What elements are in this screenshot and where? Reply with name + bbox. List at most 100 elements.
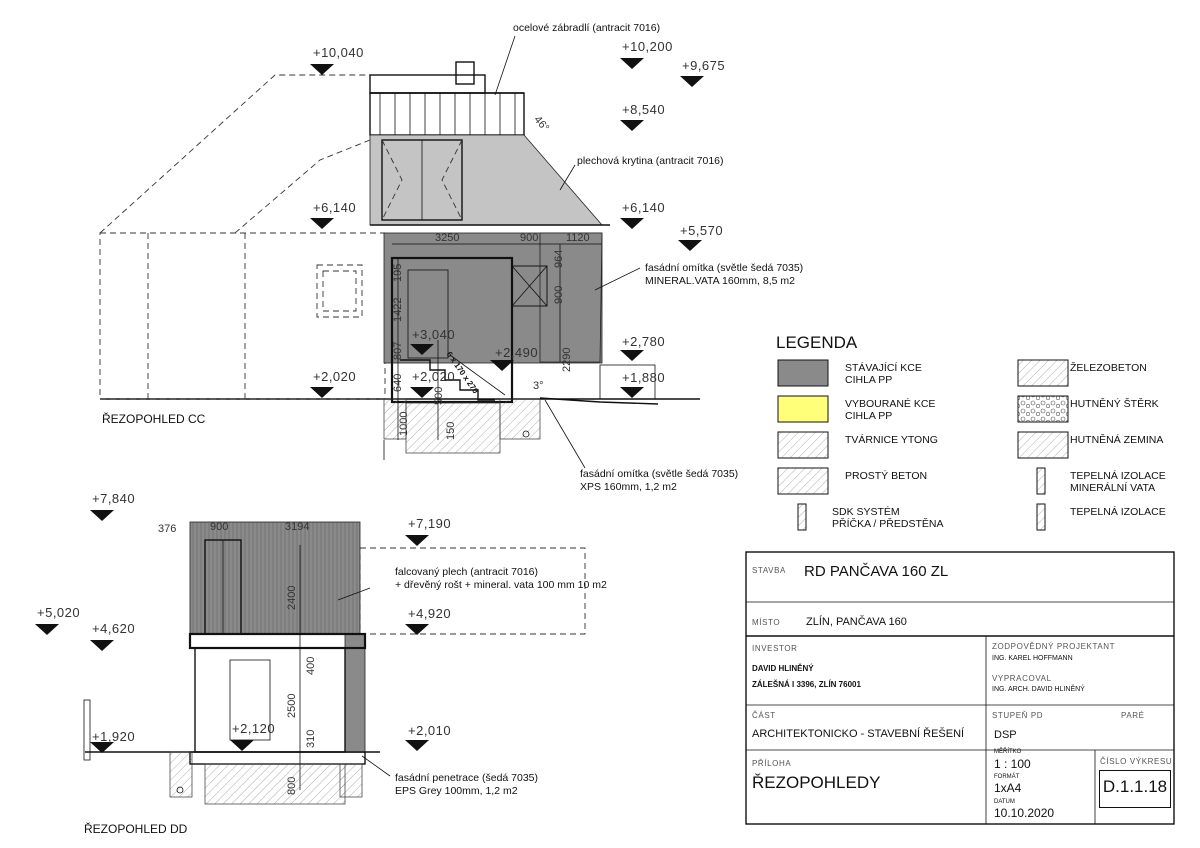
tb-cislo: D.1.1.18 [1102,777,1168,796]
tb-priloha-label: PŘÍLOHA [752,759,792,768]
level-label: +10,040 [313,45,364,60]
tb-datum: 10.10.2020 [994,806,1055,820]
level-label: +2,780 [622,334,666,349]
level-label: +2,120 [232,721,276,736]
note-railing: ocelové zábradlí (antracit 7016) [513,22,661,34]
dim-label: 800 [286,776,298,795]
legend-title: LEGENDA [776,333,858,352]
tb-investor-label: INVESTOR [752,644,798,653]
level-label: +2,020 [412,369,456,384]
dim-label: 500 [433,386,445,405]
level-label: +5,570 [680,223,724,238]
tb-investor-addr: ZÁLEŠNÁ I 3396, ZLÍN 76001 [752,680,861,689]
tb-misto: ZLÍN, PANČAVA 160 [806,616,907,628]
dim-label: 400 [305,656,317,675]
dim-label: 2500 [286,693,298,718]
dim-label: 376 [158,523,177,535]
legend-item: HUTNĚNÝ ŠTĚRK [1070,398,1159,410]
legend-item: TEPELNÁ IZOLACE [1070,506,1166,518]
angle-label: 46° [531,113,552,135]
dim-label: 195 [392,263,404,282]
dim-label: 1120 [566,232,590,244]
tb-vyprac: ING. ARCH. DAVID HLINĚNÝ [992,686,1085,693]
section-dd [83,521,586,805]
section-cc [99,35,700,469]
tb-zodp-label: ZODPOVĚDNÝ PROJEKTANT [992,642,1116,651]
tb-stavba: RD PANČAVA 160 ZL [804,563,949,580]
dim-label: 2290 [561,347,573,372]
level-label: +8,540 [622,102,666,117]
level-label: +10,200 [622,39,673,54]
level-label: +3,040 [412,327,456,342]
tb-stupen-label: STUPEŇ PD [992,711,1044,720]
title-block-frame [745,551,1175,825]
legend-item: HUTNĚNÁ ZEMINA [1070,434,1164,446]
level-label: +7,840 [92,491,136,506]
tb-priloha: ŘEZOPOHLEDY [752,773,881,792]
note-base: fasádní penetrace (šedá 7035) [395,772,539,784]
dim-label: 900 [210,521,229,533]
level-label: +2,490 [495,345,539,360]
legend-item: PROSTÝ BETON [845,470,928,482]
level-label: +1,880 [622,370,666,385]
dim-label: 900 [520,232,539,244]
tb-zodp: ING. KAREL HOFFMANN [992,655,1073,662]
dim-label: 3250 [435,232,460,244]
tb-stupen: DSP [994,729,1017,741]
dim-label: 2400 [286,585,298,610]
tb-cislo-box: D.1.1.18 [1099,770,1171,808]
note-sheet: falcovaný plech (antracit 7016) [395,566,538,578]
legend-swatches [777,359,1069,531]
dim-label: 1000 [398,411,410,436]
tb-cislo-label: ČÍSLO VÝKRESU [1100,757,1173,766]
legend-item: TVÁRNICE YTONG [845,434,938,446]
note-base-b: EPS Grey 100mm, 1,2 m2 [395,785,518,797]
tb-meritko: 1 : 100 [994,757,1031,771]
level-label: +2,010 [408,723,452,738]
tb-pare-label: PARÉ [1121,711,1145,720]
note-sheet-b: + dřevěný rošt + mineral. vata 100 mm 10… [395,579,607,591]
legend-item: ŽELEZOBETON [1070,362,1147,374]
tb-format: 1xA4 [994,781,1022,795]
dim-label: 150 [445,421,457,440]
level-label: +5,020 [37,605,81,620]
level-label: +6,140 [622,200,666,215]
note-roofing: plechová krytina (antracit 7016) [577,155,724,167]
tb-meritko-label: MĚŘÍTKO [994,749,1022,755]
note-facade2: fasádní omítka (světle šedá 7035) [580,468,739,480]
level-label: +2,020 [313,369,357,384]
dim-label: 640 [392,373,404,392]
note-facade1: fasádní omítka (světle šedá 7035) [645,262,804,274]
level-label: +9,675 [682,58,726,73]
dim-label: 1422 [392,297,404,322]
note-facade1-b: MINERAL.VATA 160mm, 8,5 m2 [645,275,795,287]
tb-investor-name: DAVID HLINĚNÝ [752,664,814,673]
dim-label: 3194 [285,521,310,533]
level-label: +4,920 [408,606,452,621]
level-label: +7,190 [408,516,452,531]
level-label: +1,920 [92,729,136,744]
tb-cast-label: ČÁST [752,711,776,720]
dim-label: 807 [392,341,404,360]
dim-label: 900 [553,285,565,304]
tb-stavba-label: STAVBA [752,566,786,575]
tb-cast: ARCHITEKTONICKO - STAVEBNÍ ŘEŠENÍ [752,728,965,740]
tb-format-label: FORMÁT [994,774,1020,780]
tb-datum-label: DATUM [994,799,1015,805]
note-facade2-b: XPS 160mm, 1,2 m2 [580,481,677,493]
level-label: +6,140 [313,200,357,215]
tb-vyprac-label: VYPRACOVAL [992,674,1052,683]
dim-label: 964 [553,249,565,268]
section-dd-title: ŘEZOPOHLED DD [84,822,188,836]
tb-misto-label: MÍSTO [752,618,781,627]
angle-label-2: 3° [533,380,544,392]
level-label: +4,620 [92,621,136,636]
dim-label: 310 [305,729,317,748]
section-cc-title: ŘEZOPOHLED CC [102,412,206,426]
